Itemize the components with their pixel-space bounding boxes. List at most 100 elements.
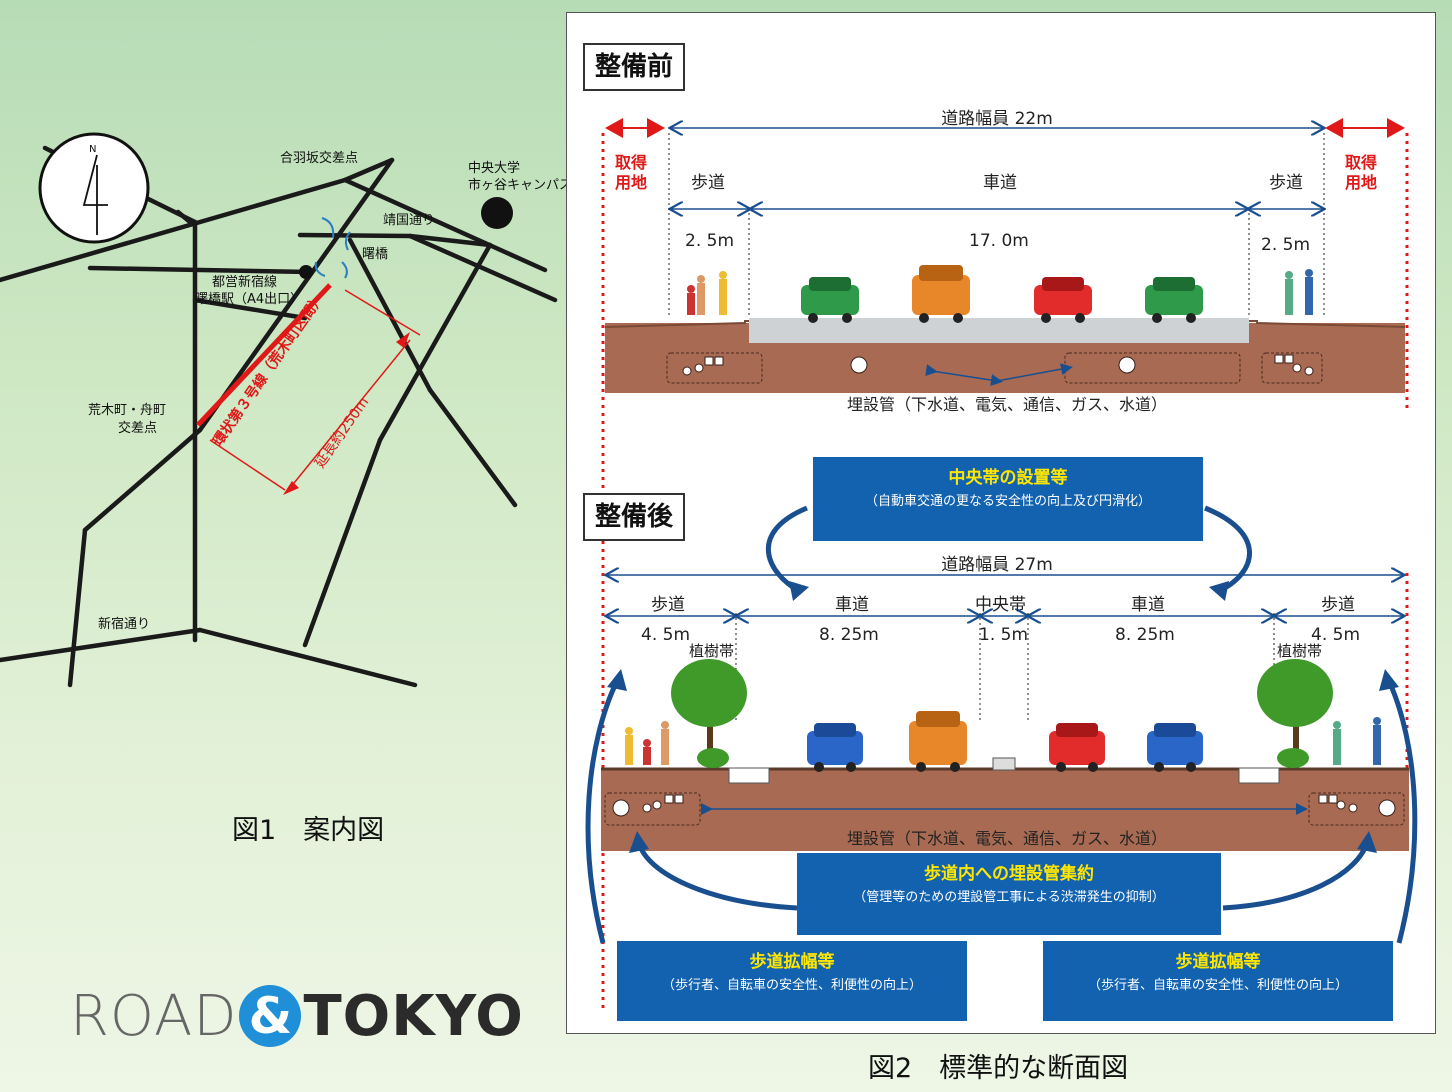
street <box>407 233 493 248</box>
street <box>407 233 558 303</box>
callout-median-title: 中央帯の設置等 <box>948 468 1068 488</box>
aibazaka-intersection-label: 合羽坂交差点 <box>280 151 359 166</box>
callout-sidewalk-title: 歩道拡幅等 <box>1175 952 1261 972</box>
pedestrian <box>1373 717 1381 765</box>
street <box>87 265 313 275</box>
tree <box>1257 659 1333 768</box>
curved-arrow <box>636 842 798 911</box>
shinjuku-street <box>0 627 203 663</box>
curved-arrow <box>1386 679 1418 944</box>
median-block <box>992 757 1016 771</box>
after-sidewalk-label: 歩道 <box>1321 595 1355 615</box>
street <box>197 157 395 433</box>
road-tokyo-logo: ROAD & TOKYO <box>70 983 524 1049</box>
before-width-label: 道路幅員 22m <box>941 109 1053 129</box>
after-roadway-label: 車道 <box>1131 595 1165 615</box>
pedestrian <box>625 727 633 765</box>
guide-map <box>0 132 558 688</box>
before-roadway-width: 17. 0m <box>969 231 1029 251</box>
pedestrian <box>719 271 727 315</box>
callout-median: 中央帯の設置等 （自動車交通の更なる安全性の向上及び円滑化） <box>813 457 1203 541</box>
acquired-land-label: 取得 <box>615 153 648 172</box>
pedestrian <box>687 285 695 315</box>
after-sidewalk-width: 4. 5m <box>641 625 690 645</box>
before-sidewalk-width: 2. 5m <box>685 231 734 251</box>
callout-pipes: 歩道内への埋設管集約 （管理等のための埋設管工事による渋滞発生の抑制） <box>797 853 1221 935</box>
route-highlight <box>196 283 332 427</box>
guide-map-panel: N 合羽坂交差点 中央大学 市ヶ谷キャンパス 靖国通り 曙橋 都営新宿線 曙橋駅… <box>0 0 572 1092</box>
roadway-surface <box>749 318 1249 343</box>
station-marker <box>299 265 313 279</box>
length-arrow-line <box>289 339 411 489</box>
acquired-land-label-2: 用地 <box>1345 173 1378 192</box>
street <box>342 177 548 273</box>
curb-block <box>1238 767 1280 784</box>
curved-arrow <box>1204 505 1252 594</box>
length-guide <box>344 289 421 336</box>
after-roadway-width: 8. 25m <box>1115 625 1175 645</box>
length-guide <box>209 439 286 491</box>
callout-pipes-title: 歩道内への埋設管集約 <box>924 864 1094 884</box>
car <box>1145 277 1203 323</box>
pedestrian <box>697 275 705 315</box>
station-line-label: 都営新宿線 <box>212 275 278 290</box>
pipe-zone <box>666 352 763 384</box>
after-title: 整備後 <box>583 493 686 541</box>
pipe-zone <box>604 792 701 826</box>
pipe-zone <box>1261 352 1323 384</box>
after-pipes-label: 埋設管（下水道、電気、通信、ガス、水道） <box>847 829 1168 848</box>
street <box>67 527 88 688</box>
callout-sidewalk-sub: （歩行者、自転車の安全性、利便性の向上） <box>661 978 922 993</box>
after-width-label: 道路幅員 27m <box>941 555 1053 575</box>
curved-arrow <box>585 679 620 944</box>
shinjuku-street-label: 新宿通り <box>98 617 151 632</box>
curved-arrow <box>765 505 808 594</box>
pedestrian <box>1285 271 1293 315</box>
after-median-label: 中央帯 <box>975 595 1026 615</box>
pipe-zone <box>1308 792 1405 826</box>
before-sidewalk-label: 歩道 <box>1269 173 1303 193</box>
akebonobashi-label: 曙橋 <box>362 247 389 262</box>
after-sidewalk-label: 歩道 <box>651 595 685 615</box>
curved-arrow <box>1222 842 1370 911</box>
compass-north-label: N <box>89 144 97 155</box>
pedestrian <box>1305 269 1313 315</box>
station-exit-label: 曙橋駅（A4出口） <box>195 292 304 307</box>
figure2-caption: 図2 標準的な断面図 <box>868 1053 1129 1084</box>
curb-block <box>728 767 770 784</box>
before-sidewalk-width: 2. 5m <box>1261 235 1310 255</box>
callout-sidewalk-title: 歩道拡幅等 <box>749 952 835 972</box>
before-title: 整備前 <box>583 43 686 91</box>
callout-sidewalk-left: 歩道拡幅等 （歩行者、自転車の安全性、利便性の向上） <box>617 941 967 1021</box>
pedestrian <box>1333 721 1341 765</box>
after-sidewalk-width: 4. 5m <box>1311 625 1360 645</box>
tree <box>671 659 747 768</box>
street <box>377 242 493 443</box>
car <box>1034 277 1092 323</box>
after-roadway-label: 車道 <box>835 595 869 615</box>
acquired-land-label: 取得 <box>1345 153 1378 172</box>
acquired-land-label-2: 用地 <box>615 173 648 192</box>
car <box>801 277 859 323</box>
compass <box>38 132 150 244</box>
planting-strip-label: 植樹帯 <box>1277 642 1323 660</box>
car <box>1049 723 1105 772</box>
araki-intersection-label: 荒木町・舟町 <box>88 403 167 418</box>
car <box>1147 723 1203 772</box>
bridge-mark <box>341 231 351 279</box>
chuo-univ-label: 中央大学 <box>468 161 521 176</box>
car <box>912 265 970 323</box>
callout-pipes-sub: （管理等のための埋設管工事による渋滞発生の抑制） <box>853 890 1165 905</box>
planting-strip-label: 植樹帯 <box>689 642 735 660</box>
figure1-caption: 図1 案内図 <box>232 815 385 846</box>
chuo-univ-campus-label: 市ヶ谷キャンパス <box>468 178 573 193</box>
arrowhead <box>283 481 299 495</box>
bridge-mark <box>314 217 335 277</box>
pedestrian <box>643 739 651 765</box>
car <box>909 711 967 772</box>
street <box>427 387 518 508</box>
callout-sidewalk-sub: （歩行者、自転車の安全性、利便性の向上） <box>1087 978 1348 993</box>
street <box>82 427 203 533</box>
callout-sidewalk-right: 歩道拡幅等 （歩行者、自転車の安全性、利便性の向上） <box>1043 941 1393 1021</box>
cross-section-panel: 整備前 道路幅員 22m 取得 用地 取得 用地 歩道 車道 歩道 2. 5m … <box>566 12 1436 1034</box>
